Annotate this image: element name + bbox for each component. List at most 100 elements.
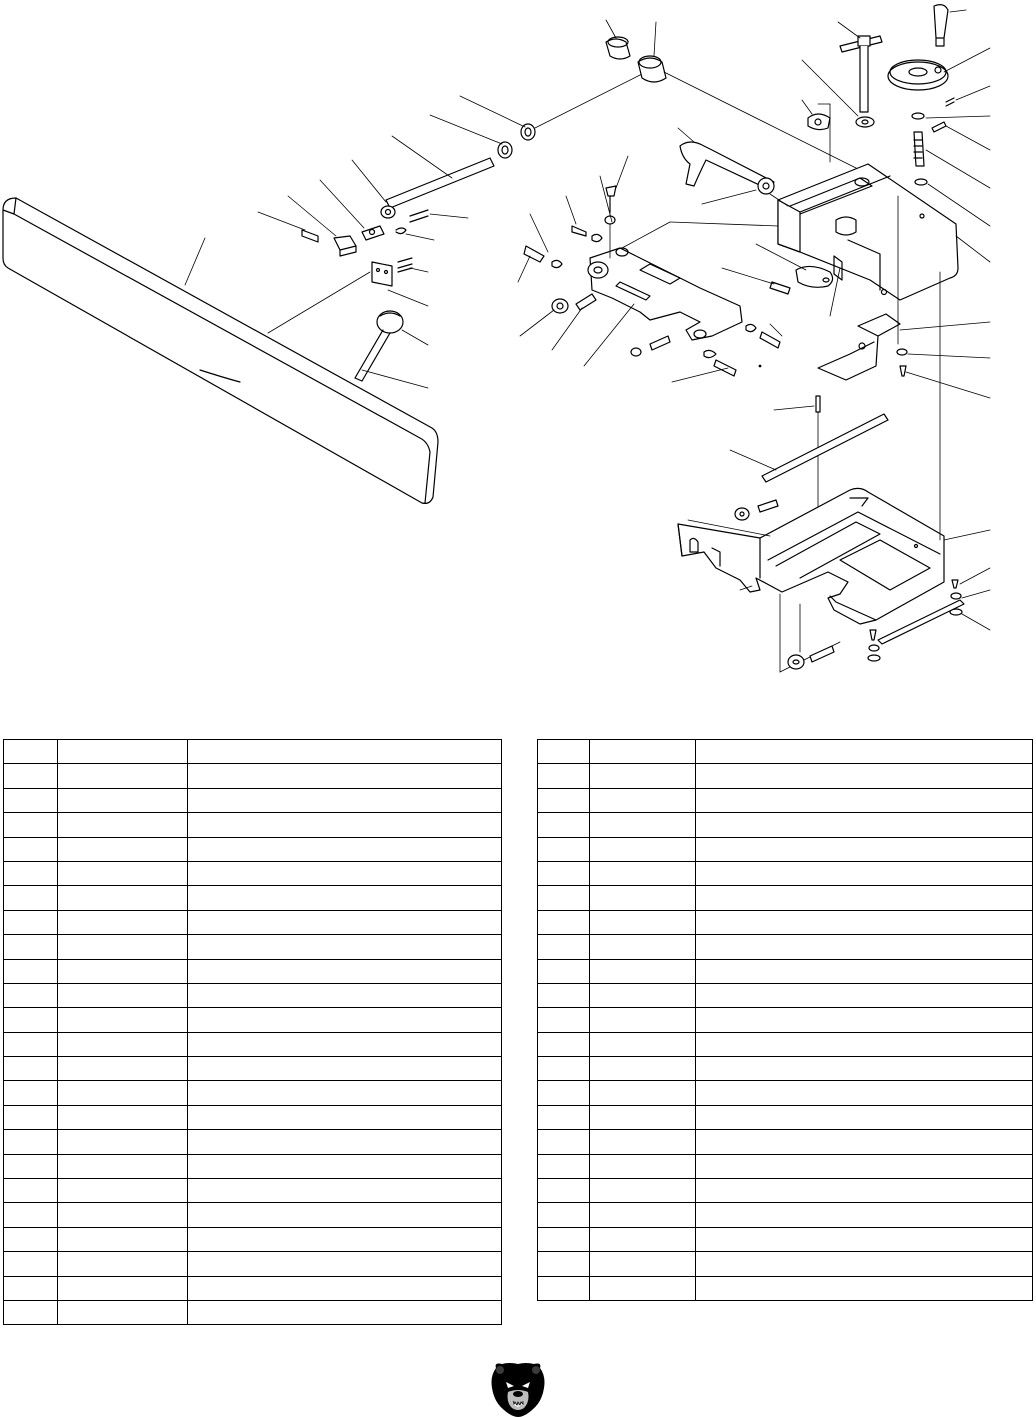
- ref-cell: [3, 1299, 58, 1326]
- part-number-cell: [57, 1056, 188, 1082]
- table-row: [537, 1129, 1033, 1155]
- part-number-cell: [57, 934, 188, 960]
- arm-fasteners-part: [517, 155, 783, 383]
- description-cell: [695, 1080, 1033, 1106]
- ref-cell: [537, 1153, 590, 1180]
- description-cell: [695, 836, 1033, 862]
- table-row: [3, 860, 502, 887]
- description-cell: [187, 1226, 502, 1253]
- description-cell: [187, 982, 502, 1009]
- exploded-parts-diagram: [0, 0, 1036, 690]
- table-row: [3, 909, 502, 936]
- part-number-cell: [589, 1153, 696, 1180]
- description-cell: [695, 1153, 1033, 1180]
- table-row: [3, 1007, 502, 1033]
- ref-cell: [3, 1251, 58, 1277]
- description-cell: [187, 1202, 502, 1228]
- part-number-cell: [589, 909, 696, 936]
- ref-cell: [537, 1007, 590, 1033]
- parts-list-table-left: [3, 738, 502, 1326]
- part-number-cell: [57, 812, 188, 838]
- part-number-cell: [589, 763, 696, 789]
- description-cell: [187, 812, 502, 838]
- description-cell: [695, 1007, 1033, 1033]
- table-row: [3, 738, 502, 765]
- ref-cell: [537, 1251, 590, 1277]
- description-cell: [695, 763, 1033, 789]
- ref-cell: [3, 836, 58, 862]
- part-number-cell: [57, 958, 188, 984]
- table-row: [3, 958, 502, 984]
- part-number-cell: [57, 1226, 188, 1253]
- part-number-cell: [589, 812, 696, 838]
- table-row: [537, 1153, 1033, 1180]
- description-cell: [187, 958, 502, 984]
- table-row: [537, 909, 1033, 936]
- ref-cell: [3, 787, 58, 814]
- part-number-cell: [57, 909, 188, 936]
- guard-plate-part: [817, 195, 991, 399]
- table-row: [3, 1056, 502, 1082]
- description-cell: [695, 982, 1033, 1009]
- part-number-cell: [57, 738, 188, 765]
- part-number-cell: [57, 1129, 188, 1155]
- clamp-block-part: [257, 179, 469, 257]
- description-cell: [187, 1275, 502, 1301]
- part-number-cell: [57, 1299, 188, 1326]
- ref-cell: [537, 836, 590, 862]
- ref-cell: [3, 1226, 58, 1253]
- ref-cell: [537, 1226, 590, 1253]
- table-row: [537, 1056, 1033, 1082]
- table-row: [537, 885, 1033, 911]
- part-number-cell: [57, 1153, 188, 1180]
- table-row: [3, 812, 502, 838]
- ref-cell: [537, 1056, 590, 1082]
- table-row: [537, 958, 1033, 984]
- handwheel-part: [887, 4, 991, 227]
- table-row: [537, 836, 1033, 862]
- table-row: [3, 836, 502, 862]
- table-row: [537, 1178, 1033, 1204]
- ref-cell: [537, 1104, 590, 1131]
- description-cell: [187, 1178, 502, 1204]
- parts-list-table-right: [537, 738, 1033, 1301]
- shaft-part: [351, 135, 495, 219]
- description-cell: [695, 1226, 1033, 1253]
- table-row: [3, 1251, 502, 1277]
- part-number-cell: [589, 1178, 696, 1204]
- part-number-cell: [57, 1104, 188, 1131]
- fence-bracket-part: [371, 257, 429, 307]
- table-row: [537, 1226, 1033, 1253]
- bear-head-icon: [490, 1362, 546, 1417]
- table-row: [537, 1251, 1033, 1277]
- table-row: [3, 982, 502, 1009]
- ref-cell: [537, 1129, 590, 1155]
- description-cell: [695, 934, 1033, 960]
- ref-cell: [537, 1031, 590, 1058]
- table-row: [3, 1226, 502, 1253]
- table-row: [3, 885, 502, 911]
- description-cell: [695, 1056, 1033, 1082]
- ref-cell: [3, 934, 58, 960]
- nut-part: [801, 99, 831, 163]
- description-cell: [695, 860, 1033, 887]
- ref-cell: [3, 860, 58, 887]
- ref-cell: [3, 1056, 58, 1082]
- ref-cell: [537, 1080, 590, 1106]
- part-number-cell: [589, 1202, 696, 1228]
- ref-cell: [3, 1129, 58, 1155]
- table-row: [537, 1080, 1033, 1106]
- table-row: [537, 812, 1033, 838]
- part-number-cell: [589, 934, 696, 960]
- part-number-cell: [57, 1031, 188, 1058]
- base-fasteners-part: [734, 499, 991, 670]
- fence-part: [2, 197, 439, 504]
- bushing-part: [605, 19, 861, 171]
- ref-cell: [3, 763, 58, 789]
- ref-cell: [537, 934, 590, 960]
- knob-handle-part: [354, 310, 429, 389]
- description-cell: [187, 763, 502, 789]
- part-number-cell: [57, 1275, 188, 1301]
- table-row: [3, 934, 502, 960]
- table-row: [537, 1275, 1033, 1301]
